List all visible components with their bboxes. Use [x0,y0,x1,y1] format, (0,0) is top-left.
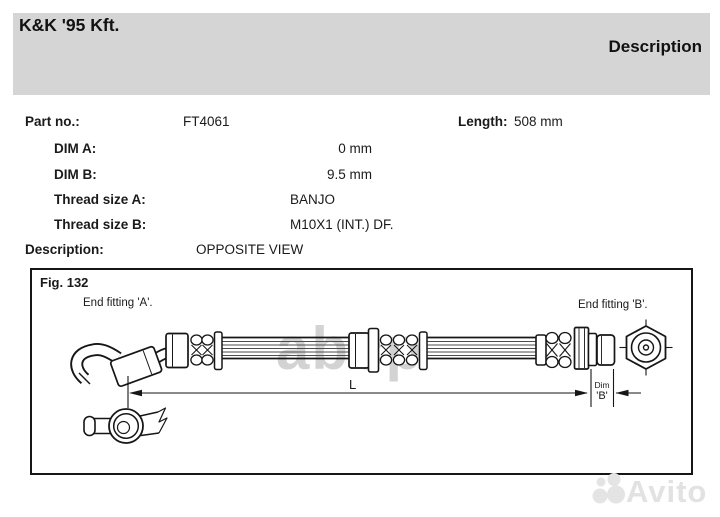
watermark-avito: Avito [552,470,720,512]
end-fitting-b-label: End fitting 'B'. [578,299,648,311]
description-label: Description: [25,242,104,257]
page-title: Description [608,37,702,56]
end-fitting-a-drawing [70,331,223,388]
dim-a-value: 0 mm [338,141,372,156]
banjo-detail-drawing [83,407,168,444]
dim-b-label-line2: 'B' [596,390,608,402]
end-fitting-a-label: End fitting 'A'. [83,297,153,309]
dimension-lines [127,369,641,408]
end-fitting-b-drawing [535,326,616,370]
avito-logo-icon [592,473,625,504]
dim-b-label: DIM B: [54,167,97,182]
end-fitting-b-front-view [619,319,673,376]
length-dimension-label: L [349,377,357,392]
dim-b-label-line1: Dim [594,380,610,390]
figure-box [30,268,693,475]
part-number-value: FT4061 [183,114,230,129]
dim-b-value: 9.5 mm [326,167,372,182]
company-name: K&K '95 Kft. [19,15,120,35]
length-label: Length: [458,114,508,129]
thread-size-a-label: Thread size A: [54,192,146,207]
hose-section-1 [222,336,350,360]
dim-a-label: DIM A: [54,141,97,156]
watermark-avito-text: Avito [626,474,708,509]
description-value: OPPOSITE VIEW [196,242,304,257]
length-value: 508 mm [514,114,563,129]
dimension-arrowheads [129,389,629,397]
thread-size-a-value: BANJO [290,192,336,207]
thread-size-b-value: M10X1 (INT.) DF. [290,217,394,232]
middle-crimp-drawing [348,327,428,373]
hose-section-2 [426,336,537,360]
header-bar: K&K '95 Kft. Description [13,13,710,95]
figure-number: Fig. 132 [40,275,89,290]
thread-size-b-label: Thread size B: [54,217,147,232]
part-number-label: Part no.: [25,114,80,129]
